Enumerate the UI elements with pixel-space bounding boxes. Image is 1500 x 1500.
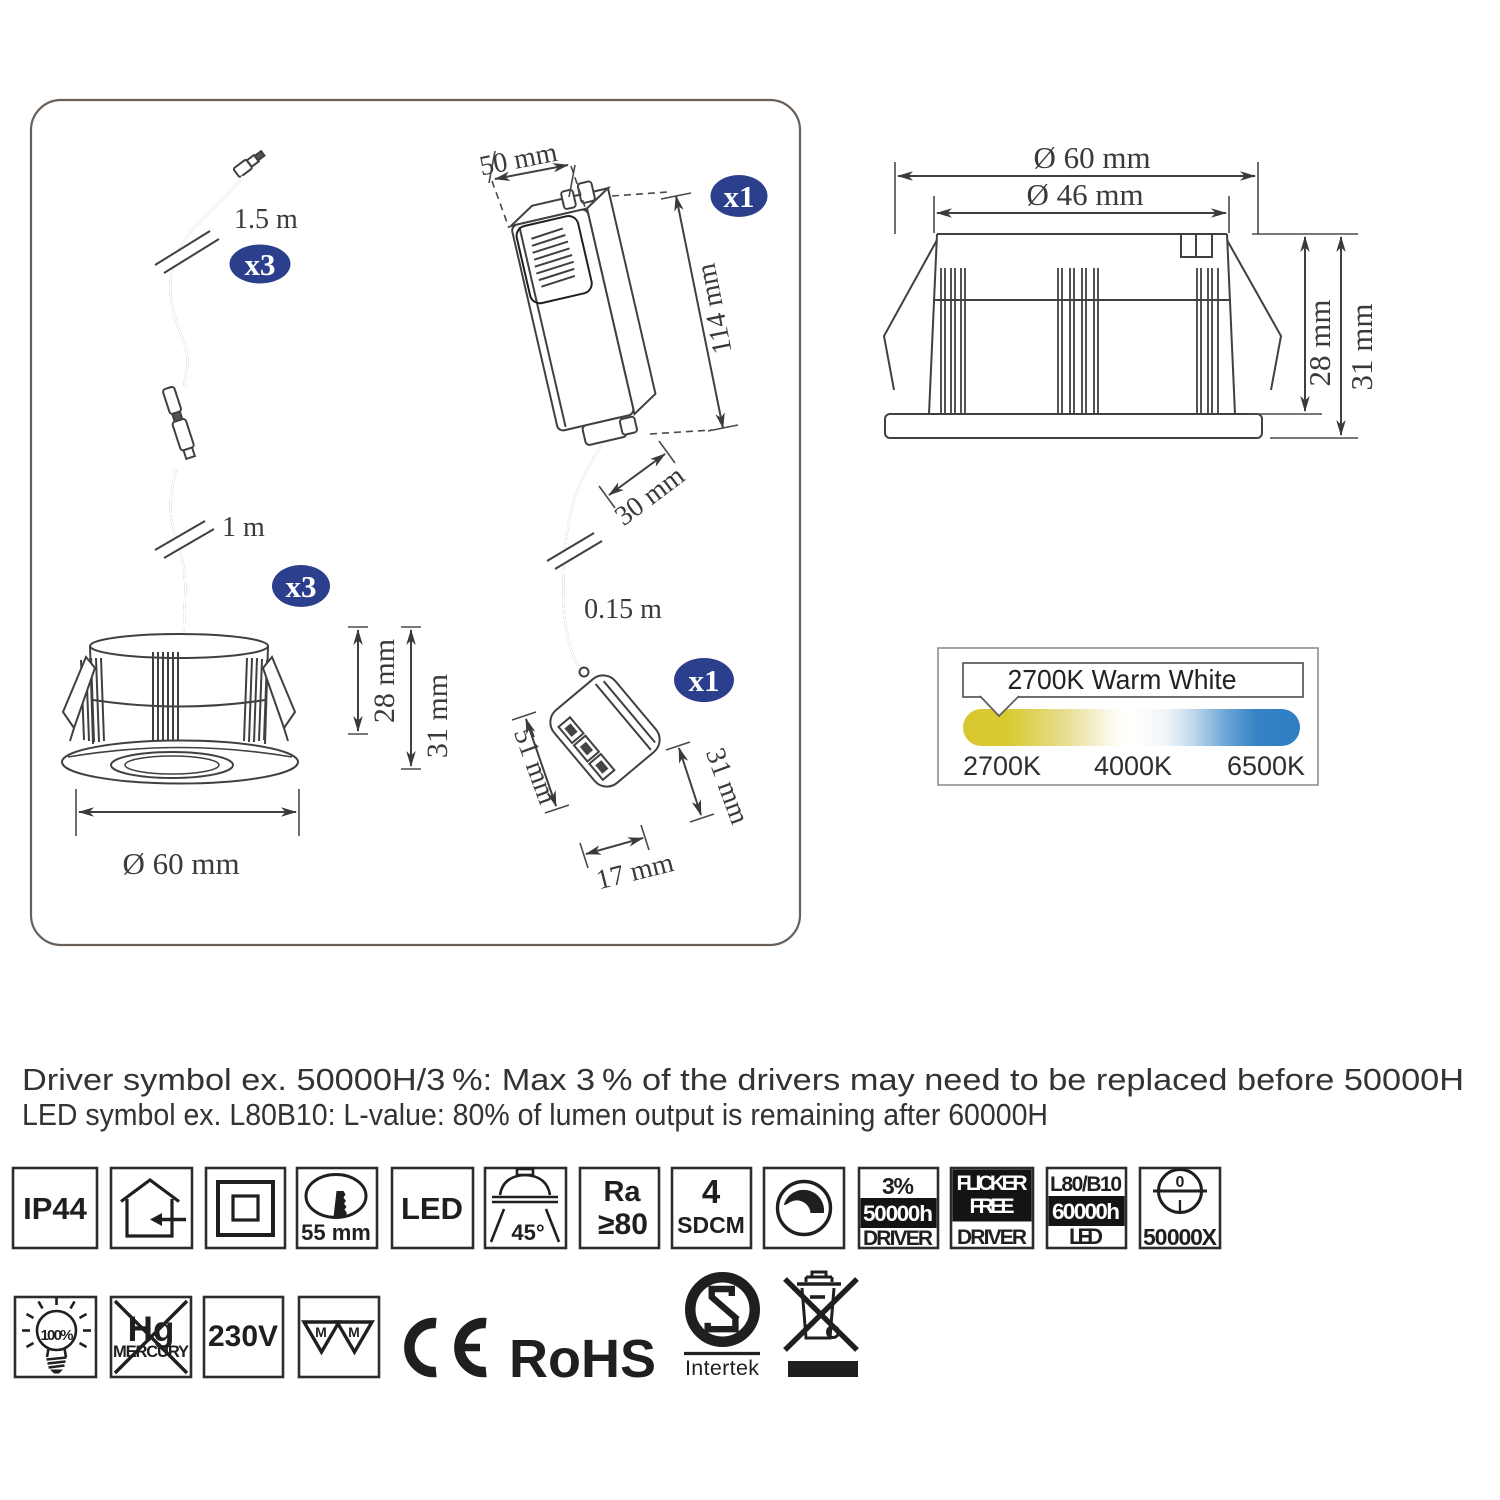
svg-text:55 mm: 55 mm bbox=[301, 1220, 371, 1245]
svg-text:6500K: 6500K bbox=[1227, 751, 1305, 781]
svg-text:SDCM: SDCM bbox=[677, 1212, 745, 1238]
svg-text:LED: LED bbox=[401, 1191, 463, 1226]
svg-text:1.5 m: 1.5 m bbox=[234, 204, 298, 235]
svg-text:Ø 60 mm: Ø 60 mm bbox=[122, 846, 239, 881]
svg-text:MERCURY: MERCURY bbox=[113, 1343, 189, 1361]
svg-text:4000K: 4000K bbox=[1094, 751, 1172, 781]
svg-text:60 000 h: 60 000 h bbox=[1052, 1199, 1120, 1224]
svg-text:LED symbol ex. L80B10: L-value: LED symbol ex. L80B10: L-value: 80% of l… bbox=[22, 1097, 1048, 1132]
svg-text:50 000X: 50 000X bbox=[1143, 1224, 1218, 1250]
svg-text:230V: 230V bbox=[208, 1320, 278, 1353]
svg-text:M: M bbox=[348, 1324, 360, 1340]
svg-text:DRIVER: DRIVER bbox=[863, 1227, 933, 1250]
svg-text:50 000 h: 50 000 h bbox=[863, 1201, 933, 1226]
svg-text:I: I bbox=[1178, 1198, 1182, 1215]
svg-text:Hg: Hg bbox=[128, 1310, 175, 1349]
svg-text:Ø 46 mm: Ø 46 mm bbox=[1026, 177, 1143, 212]
svg-text:DRIVER: DRIVER bbox=[957, 1226, 1027, 1249]
svg-text:28 mm: 28 mm bbox=[1302, 300, 1337, 387]
svg-text:1 m: 1 m bbox=[222, 512, 265, 543]
svg-text:Driver symbol ex. 50000H/3 %:: Driver symbol ex. 50000H/3 %: Max 3 % of… bbox=[22, 1062, 1464, 1097]
svg-text:0.15 m: 0.15 m bbox=[584, 594, 662, 625]
svg-text:4: 4 bbox=[702, 1173, 721, 1210]
svg-text:3 %: 3 % bbox=[882, 1173, 914, 1199]
svg-text:45°: 45° bbox=[511, 1220, 544, 1245]
svg-text:31 mm: 31 mm bbox=[1344, 304, 1379, 391]
svg-text:Intertek: Intertek bbox=[685, 1356, 759, 1380]
svg-text:100%: 100% bbox=[41, 1327, 74, 1344]
svg-text:2700K: 2700K bbox=[963, 751, 1041, 781]
svg-text:Ra: Ra bbox=[603, 1176, 641, 1208]
svg-text:≥80: ≥80 bbox=[598, 1208, 648, 1241]
svg-text:FLICKER: FLICKER bbox=[957, 1172, 1028, 1195]
svg-text:Ø 60 mm: Ø 60 mm bbox=[1033, 140, 1150, 175]
svg-text:RoHS: RoHS bbox=[509, 1329, 656, 1389]
svg-text:IP44: IP44 bbox=[23, 1191, 88, 1226]
svg-text:31 mm: 31 mm bbox=[421, 674, 454, 758]
svg-text:0: 0 bbox=[1176, 1174, 1185, 1191]
svg-text:2700K Warm White: 2700K Warm White bbox=[1008, 664, 1237, 695]
svg-text:L80/B10: L80/B10 bbox=[1050, 1173, 1122, 1196]
svg-text:x1: x1 bbox=[689, 663, 720, 698]
svg-text:28 mm: 28 mm bbox=[368, 639, 401, 723]
svg-text:x3: x3 bbox=[245, 247, 276, 282]
svg-text:x3: x3 bbox=[286, 569, 317, 604]
svg-text:x1: x1 bbox=[724, 179, 755, 214]
svg-text:M: M bbox=[315, 1324, 327, 1340]
svg-text:LED: LED bbox=[1069, 1224, 1103, 1249]
svg-text:FREE: FREE bbox=[970, 1195, 1015, 1218]
